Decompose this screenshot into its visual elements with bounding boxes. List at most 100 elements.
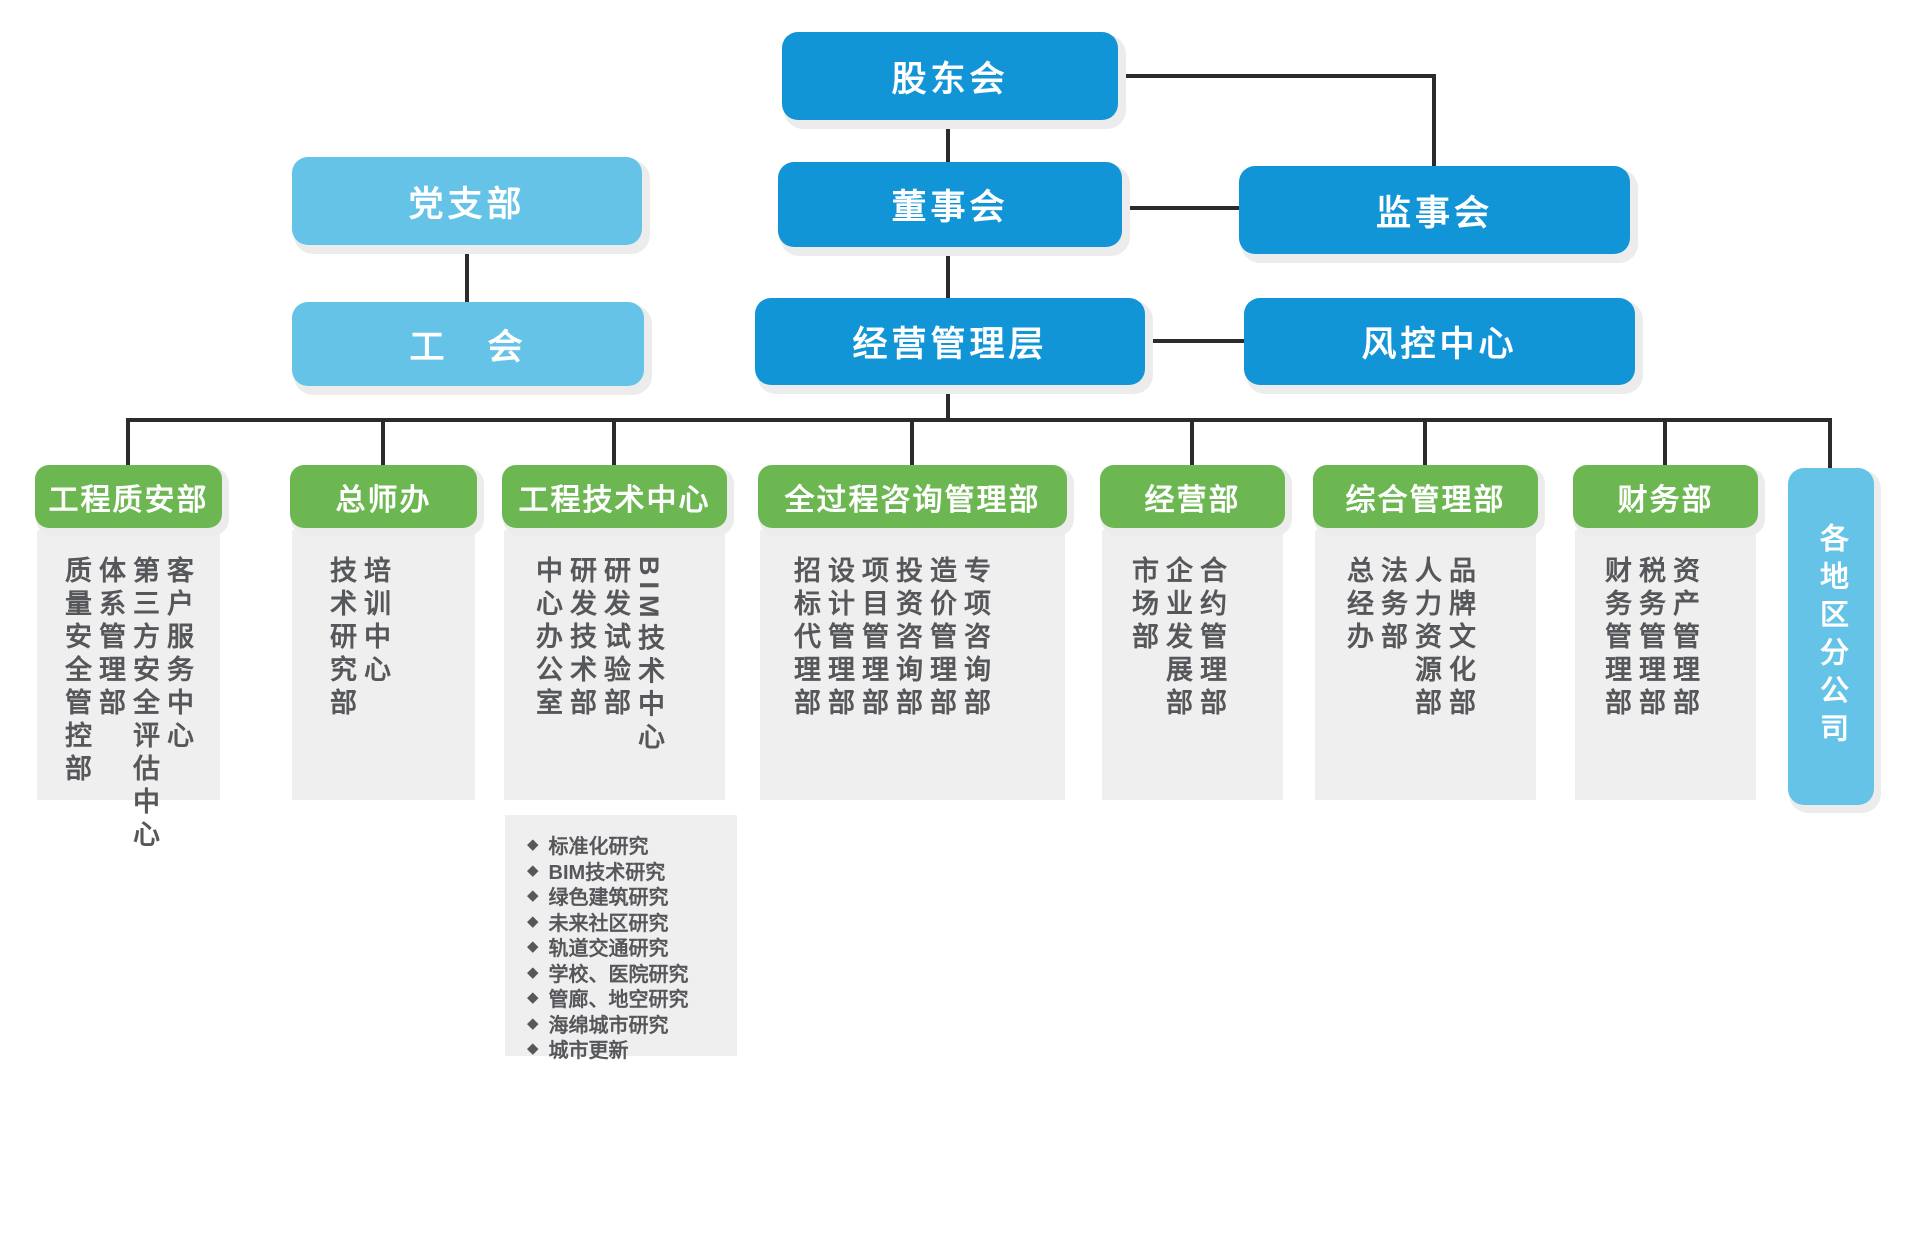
sub-department: 造价管理部 xyxy=(926,556,956,721)
trunk-line xyxy=(126,418,1832,422)
diamond-bullet-icon: ◆ xyxy=(527,1040,539,1058)
diamond-bullet-icon: ◆ xyxy=(527,861,539,879)
drop-line-5 xyxy=(1190,418,1194,465)
sub-department: 招标代理部 xyxy=(790,556,820,721)
risk-center-box: 风控中心 xyxy=(1244,298,1635,385)
research-topic-label: BIM技术研究 xyxy=(548,861,666,884)
connector-party-union xyxy=(465,245,469,302)
sub-department: 体系管理部 xyxy=(95,556,125,721)
board-label: 董事会 xyxy=(891,188,1009,227)
connector-down-supervisory xyxy=(1432,74,1436,168)
labor-union-box: 工 会 xyxy=(292,302,644,386)
connector-management-trunk xyxy=(946,385,950,420)
dept-sub-list: 招标代理部 设计管理部 项目管理部 投资咨询部 造价管理部 专项咨询部 xyxy=(760,530,1065,800)
research-topic-label: 学校、医院研究 xyxy=(548,963,689,986)
drop-line-1 xyxy=(126,418,130,465)
sub-department: 技术研究部 xyxy=(326,556,356,721)
research-topic-label: 标准化研究 xyxy=(548,836,649,859)
diamond-bullet-icon: ◆ xyxy=(527,887,539,905)
dept-header: 工程技术中心 xyxy=(502,465,727,528)
sub-department: 质量安全管控部 xyxy=(61,556,91,787)
dept-sub-list: 中心办公室 研发技术部 研发试验部 BIM技术中心 xyxy=(504,530,725,800)
connector-shareholders-right xyxy=(1118,74,1436,78)
management-label: 经营管理层 xyxy=(852,325,1048,364)
dept-header-label: 工程质安部 xyxy=(48,483,209,517)
sub-department: 合约管理部 xyxy=(1196,556,1226,721)
research-topic-row: ◆学校、医院研究 xyxy=(527,960,737,986)
drop-line-4 xyxy=(910,418,914,465)
research-topic-row: ◆ BIM技术研究 xyxy=(527,858,737,884)
research-topic-row: ◆ 城市更新 xyxy=(527,1036,737,1062)
party-branch-box: 党支部 xyxy=(292,157,642,245)
drop-line-7 xyxy=(1663,418,1667,465)
dept-header-label: 全过程咨询管理部 xyxy=(784,483,1041,517)
research-topics-panel: ◆标准化研究 ◆BIM技术研究 ◆绿色建筑研究 ◆未来社区研究 ◆轨道交通研究 … xyxy=(505,815,737,1062)
dept-header-label: 经营部 xyxy=(1144,483,1241,517)
regional-branches-label: 各地区分公司 xyxy=(1815,522,1848,751)
sub-department: BIM技术中心 xyxy=(634,556,664,756)
sub-department: 专项咨询部 xyxy=(960,556,990,721)
shareholders-box: 股东会 xyxy=(782,32,1118,120)
dept-header-label: 工程技术中心 xyxy=(518,483,711,517)
sub-department: 中心办公室 xyxy=(532,556,562,721)
dept-header-label: 综合管理部 xyxy=(1345,483,1506,517)
management-box: 经营管理层 xyxy=(755,298,1145,385)
research-topic-row: ◆轨道交通研究 xyxy=(527,934,737,960)
drop-line-2 xyxy=(381,418,385,465)
regional-branches-box: 各地区分公司 xyxy=(1788,468,1874,805)
diamond-bullet-icon: ◆ xyxy=(527,912,539,930)
diamond-bullet-icon: ◆ xyxy=(527,989,539,1007)
dept-sub-list: 技术研究部 培训中心 xyxy=(292,530,475,800)
sub-department: 设计管理部 xyxy=(824,556,854,721)
board-box: 董事会 xyxy=(778,162,1122,247)
research-topic-row: ◆海绵城市研究 xyxy=(527,1011,737,1037)
dept-header: 工程质安部 xyxy=(35,465,222,528)
dept-sub-list: 总经办 法务部 人力资源部 品牌文化部 xyxy=(1315,530,1536,800)
dept-sub-list: 质量安全管控部 体系管理部 第三方安全评估中心 客户服务中心 xyxy=(37,530,220,853)
connector-shareholders-board xyxy=(946,120,950,164)
dept-header-label: 财务部 xyxy=(1617,483,1714,517)
research-topic-row: ◆ 标准化研究 xyxy=(527,832,737,858)
supervisory-box: 监事会 xyxy=(1239,166,1630,254)
connector-board-management xyxy=(946,247,950,300)
labor-union-label: 工 会 xyxy=(409,327,527,367)
research-topic-label: 城市更新 xyxy=(548,1040,629,1063)
sub-department: 项目管理部 xyxy=(858,556,888,721)
sub-department: 投资咨询部 xyxy=(892,556,922,721)
research-topic-label: 未来社区研究 xyxy=(548,912,669,935)
sub-department: 法务部 xyxy=(1377,556,1407,655)
research-topic-label: 轨道交通研究 xyxy=(548,938,669,961)
drop-line-3 xyxy=(612,418,616,465)
party-branch-label: 党支部 xyxy=(408,184,526,224)
sub-department: 研发试验部 xyxy=(600,556,630,721)
supervisory-label: 监事会 xyxy=(1375,193,1493,233)
dept-header: 经营部 xyxy=(1100,465,1285,528)
dept-header: 财务部 xyxy=(1573,465,1758,528)
drop-line-8 xyxy=(1828,418,1832,468)
research-topic-row: ◆ 未来社区研究 xyxy=(527,909,737,935)
dept-sub-list: 财务管理部 税务管理部 资产管理部 xyxy=(1575,530,1756,800)
research-topic-label: 管廊、地空研究 xyxy=(548,989,689,1012)
research-topic-row: ◆ 管廊、地空研究 xyxy=(527,985,737,1011)
sub-department: 总经办 xyxy=(1343,556,1373,655)
research-topic-label: 绿色建筑研究 xyxy=(548,887,669,910)
sub-department: 财务管理部 xyxy=(1601,556,1631,721)
sub-department: 税务管理部 xyxy=(1635,556,1665,721)
research-topic-row: ◆ 绿色建筑研究 xyxy=(527,883,737,909)
shareholders-label: 股东会 xyxy=(891,59,1009,99)
sub-department: 品牌文化部 xyxy=(1445,556,1475,721)
drop-line-6 xyxy=(1423,418,1427,465)
dept-header-label: 总师办 xyxy=(335,483,432,517)
connector-board-supervisory xyxy=(1122,206,1239,210)
dept-header: 全过程咨询管理部 xyxy=(758,465,1067,528)
sub-department: 市场部 xyxy=(1128,556,1158,655)
sub-department: 研发技术部 xyxy=(566,556,596,721)
connector-management-risk xyxy=(1145,339,1244,343)
sub-department: 资产管理部 xyxy=(1669,556,1699,721)
dept-header: 总师办 xyxy=(290,465,477,528)
sub-department: 人力资源部 xyxy=(1411,556,1441,721)
diamond-bullet-icon: ◆ xyxy=(527,836,539,854)
sub-department: 客户服务中心 xyxy=(163,556,193,754)
sub-department: 第三方安全评估中心 xyxy=(129,556,159,853)
